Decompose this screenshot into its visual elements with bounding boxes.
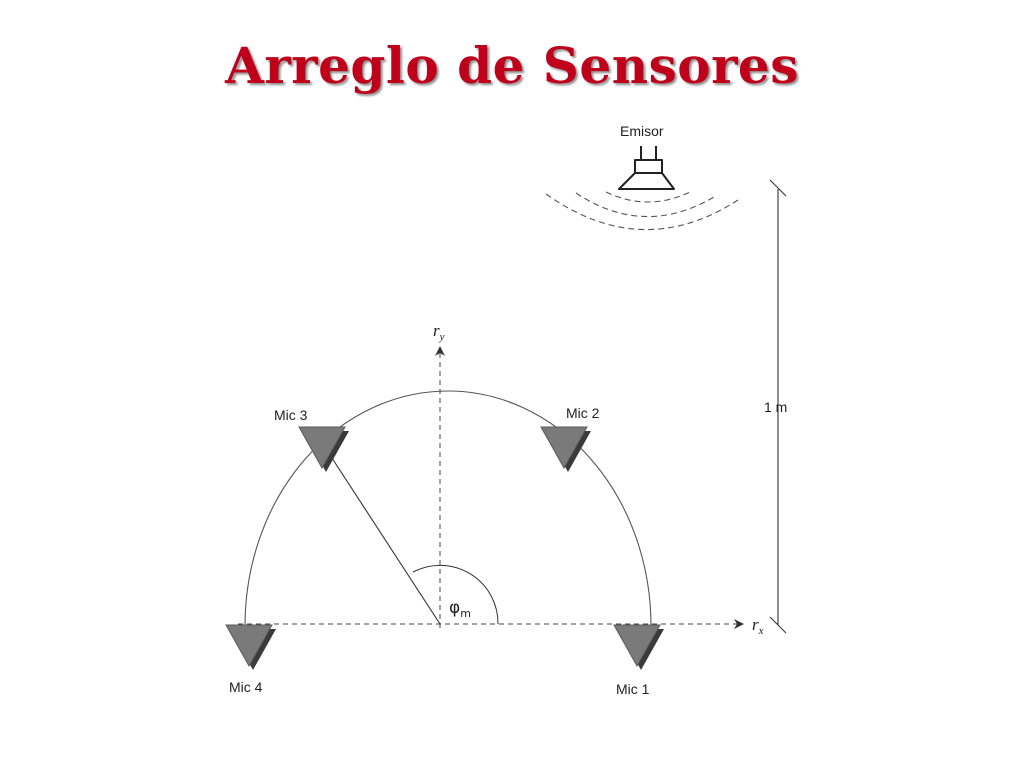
mic-2-label: Mic 2 (566, 405, 600, 421)
mic-2-icon (540, 426, 591, 472)
speaker-icon (618, 146, 675, 190)
angle-label: φm (449, 598, 471, 620)
mic-1-icon (613, 624, 664, 670)
radius-line (329, 454, 441, 625)
mic-4-label: Mic 4 (229, 679, 263, 695)
sound-waves (545, 191, 739, 231)
mic-3-label: Mic 3 (274, 407, 308, 423)
x-axis-label: rx (752, 615, 764, 637)
mic-3-icon (298, 426, 349, 472)
scale-label: 1 m (764, 399, 787, 415)
y-axis-label: ry (433, 321, 445, 343)
emitter-label: Emisor (620, 123, 664, 139)
scale-bar (769, 179, 787, 634)
array-arc (244, 390, 652, 627)
page-title: Arreglo de Sensores (225, 36, 799, 95)
mic-4-icon (225, 624, 276, 670)
angle-arc (412, 564, 499, 625)
mic-1-label: Mic 1 (616, 681, 650, 697)
